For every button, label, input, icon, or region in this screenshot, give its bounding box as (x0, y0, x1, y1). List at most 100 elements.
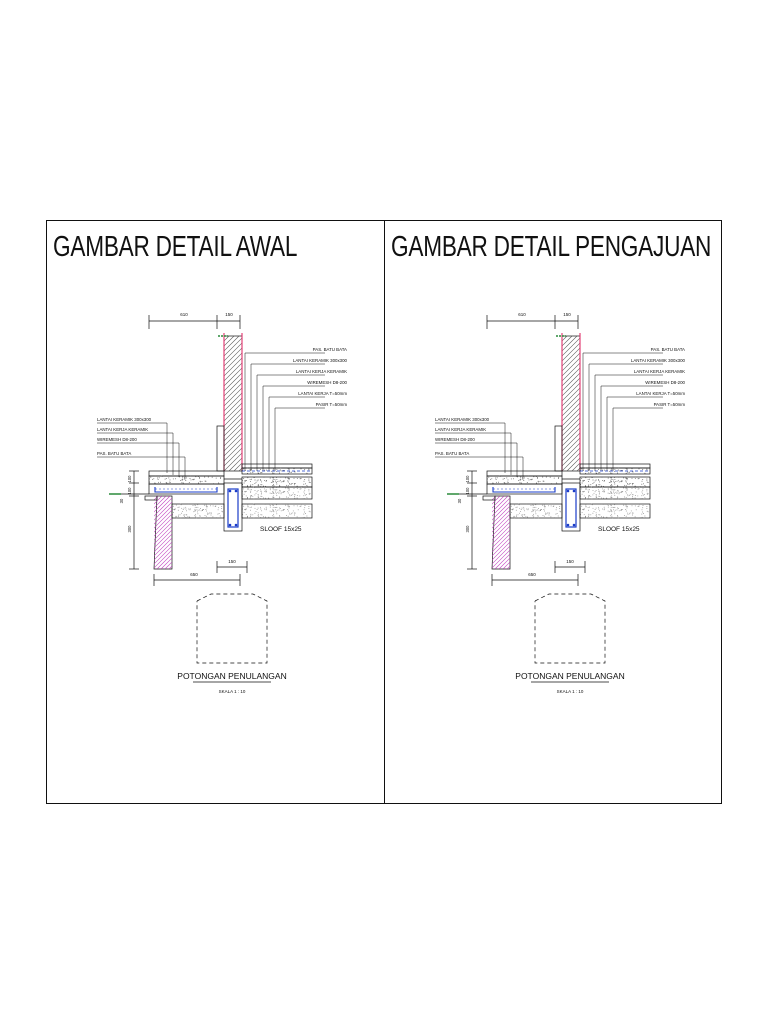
wall-base-block (216, 425, 225, 472)
annotation-label: LANTAI KERAMIK 300x300 (97, 417, 152, 422)
work-floor-layer (486, 475, 563, 485)
dimension-label: 300 (127, 525, 132, 533)
dimension-label: 30 (119, 498, 124, 503)
concrete-texture (242, 467, 310, 475)
scale-label: SKALA 1 : 10 (557, 689, 584, 694)
dimension-label: 30 (457, 498, 462, 503)
sloof-label: SLOOF 15x25 (260, 526, 302, 533)
annotation-label: WIREMESH D8-200 (307, 380, 347, 385)
lean-concrete-layer (579, 476, 651, 488)
panel-divider (384, 221, 385, 803)
pile-outline (196, 593, 268, 664)
leader-line (435, 442, 518, 477)
dimension-label: 150 (566, 559, 574, 564)
hatch-pattern (154, 496, 172, 569)
foundation-top (144, 495, 158, 501)
annotation-label: LANTAI KERJA KERAMIK (97, 427, 148, 432)
sand-layer (579, 503, 651, 519)
dimension-label: 610 (180, 312, 188, 317)
annotation-label: WIREMESH D8-200 (645, 380, 685, 385)
dimension-label: 100 (465, 475, 470, 483)
panel-title: GAMBAR DETAIL PENGAJUAN (391, 231, 712, 263)
dimension-label: 650 (528, 572, 536, 577)
concrete-texture (171, 503, 224, 519)
annotation-label: PAS. BATU BATA (97, 451, 131, 456)
concrete-texture (242, 486, 311, 500)
annotation-label: LANTAI KERJA T=50mm (636, 391, 685, 396)
ceramic-layer (148, 470, 225, 477)
wall-base-block (554, 425, 563, 472)
slab-rebar (154, 487, 218, 493)
sand-layer (579, 486, 651, 500)
ceramic-layer (241, 463, 313, 469)
concrete-texture (580, 486, 649, 500)
dimension-label: 150 (563, 312, 571, 317)
annotation-label: LANTAI KERJA T=50mm (298, 391, 347, 396)
leader-line (256, 374, 325, 471)
annotation-label: PASIR T=50mm (316, 402, 348, 407)
concrete-texture (487, 475, 560, 485)
concrete-texture (509, 503, 562, 519)
annotation-label: LANTAI KERAMIK 300x300 (631, 358, 686, 363)
hatch-pattern (492, 496, 510, 569)
rebar-bar (566, 523, 570, 527)
section-title: POTONGAN PENULANGAN (177, 671, 286, 681)
dimension-label: 300 (465, 525, 470, 533)
rebar-bar (228, 489, 232, 493)
leader-line (594, 374, 663, 471)
rebar-bar (234, 489, 238, 493)
leader-line (268, 396, 325, 471)
annotation-label: WIREMESH D8-200 (435, 437, 475, 442)
leader-line (588, 363, 663, 471)
annotation-label: LANTAI KERJA KERAMIK (435, 427, 486, 432)
rebar-bar (572, 523, 576, 527)
leader-line (606, 396, 663, 471)
slab-rebar (492, 487, 556, 493)
ceramic-layer (579, 463, 651, 469)
annotation-label: PAS. BATU BATA (651, 347, 685, 352)
sloof-label: SLOOF 15x25 (598, 526, 640, 533)
dimension-label: 150 (228, 559, 236, 564)
dimension-label: 100 (465, 487, 470, 495)
sand-layer (241, 503, 313, 519)
leader-line (435, 456, 524, 479)
concrete-texture (580, 476, 649, 488)
leader-line (244, 352, 325, 471)
concrete-texture (580, 467, 648, 475)
panel-title: GAMBAR DETAIL AWAL (53, 231, 298, 263)
concrete-texture (580, 503, 649, 519)
foundation-top (482, 495, 496, 501)
sloof-beam (561, 482, 581, 532)
rebar-bar (228, 523, 232, 527)
annotation-label: PAS. BATU BATA (313, 347, 347, 352)
annotation-label: LANTAI KERJA KERAMIK (634, 369, 685, 374)
annotation-label: LANTAI KERAMIK 300x300 (435, 417, 490, 422)
leader-line (582, 352, 663, 471)
concrete-texture (242, 476, 311, 488)
scale-label: SKALA 1 : 10 (219, 689, 246, 694)
concrete-texture (242, 503, 311, 519)
leader-line (612, 407, 663, 471)
sloof-stirrup (227, 488, 239, 528)
rebar-bar (234, 523, 238, 527)
leader-line (435, 422, 506, 473)
rebar-bar (566, 489, 570, 493)
dimension-label: 100 (127, 475, 132, 483)
sloof-stirrup (565, 488, 577, 528)
sand-layer (241, 486, 313, 500)
ceramic-layer (486, 470, 563, 477)
annotation-label: LANTAI KERJA KERAMIK (296, 369, 347, 374)
leader-line (435, 432, 512, 475)
leader-line (97, 422, 168, 473)
dimension-label: 150 (225, 312, 233, 317)
dimension-label: 650 (190, 572, 198, 577)
work-floor-layer (148, 475, 225, 485)
stone-foundation (491, 495, 511, 570)
leader-line (262, 385, 325, 471)
lean-concrete-layer (241, 476, 313, 488)
leader-line (97, 456, 186, 479)
